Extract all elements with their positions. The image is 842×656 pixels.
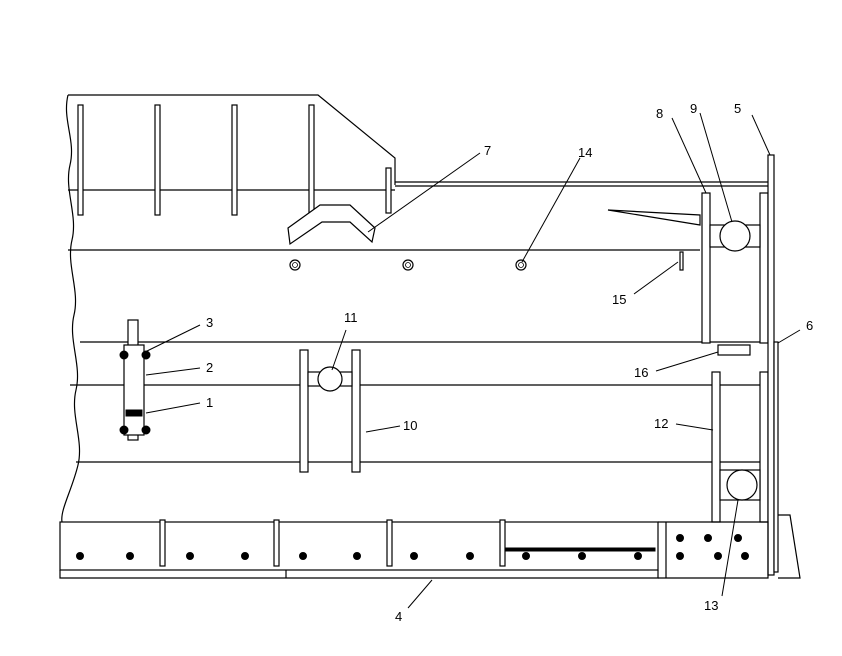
callout-9: 9 xyxy=(690,101,697,116)
top-slats xyxy=(77,104,392,216)
upper-right-assembly xyxy=(607,192,769,344)
blade-bolts xyxy=(76,534,749,560)
callout-11: 11 xyxy=(344,310,358,325)
callout-6: 6 xyxy=(806,318,813,333)
bottom-blade xyxy=(59,514,801,579)
callout-12: 12 xyxy=(654,416,668,431)
callout-labels: 1 2 3 4 5 6 7 8 9 10 11 12 13 14 15 16 xyxy=(206,101,813,624)
chain-link-assembly xyxy=(119,319,151,441)
v-bracket xyxy=(287,204,376,246)
callout-8: 8 xyxy=(656,106,663,121)
callout-1: 1 xyxy=(206,395,213,410)
callout-16: 16 xyxy=(634,365,648,380)
bolt-heads-row xyxy=(289,259,527,271)
leader-lines xyxy=(144,112,801,609)
callout-15: 15 xyxy=(612,292,626,307)
callout-4: 4 xyxy=(395,609,402,624)
callout-7: 7 xyxy=(484,143,491,158)
middle-bearing-assembly xyxy=(299,349,361,473)
callout-5: 5 xyxy=(734,101,741,116)
callout-3: 3 xyxy=(206,315,213,330)
frame-outline xyxy=(61,94,768,523)
callout-10: 10 xyxy=(403,418,417,433)
callout-14: 14 xyxy=(578,145,592,160)
lower-right-assembly xyxy=(711,344,769,523)
callout-2: 2 xyxy=(206,360,213,375)
callout-13: 13 xyxy=(704,598,718,613)
end-plates xyxy=(767,154,779,576)
